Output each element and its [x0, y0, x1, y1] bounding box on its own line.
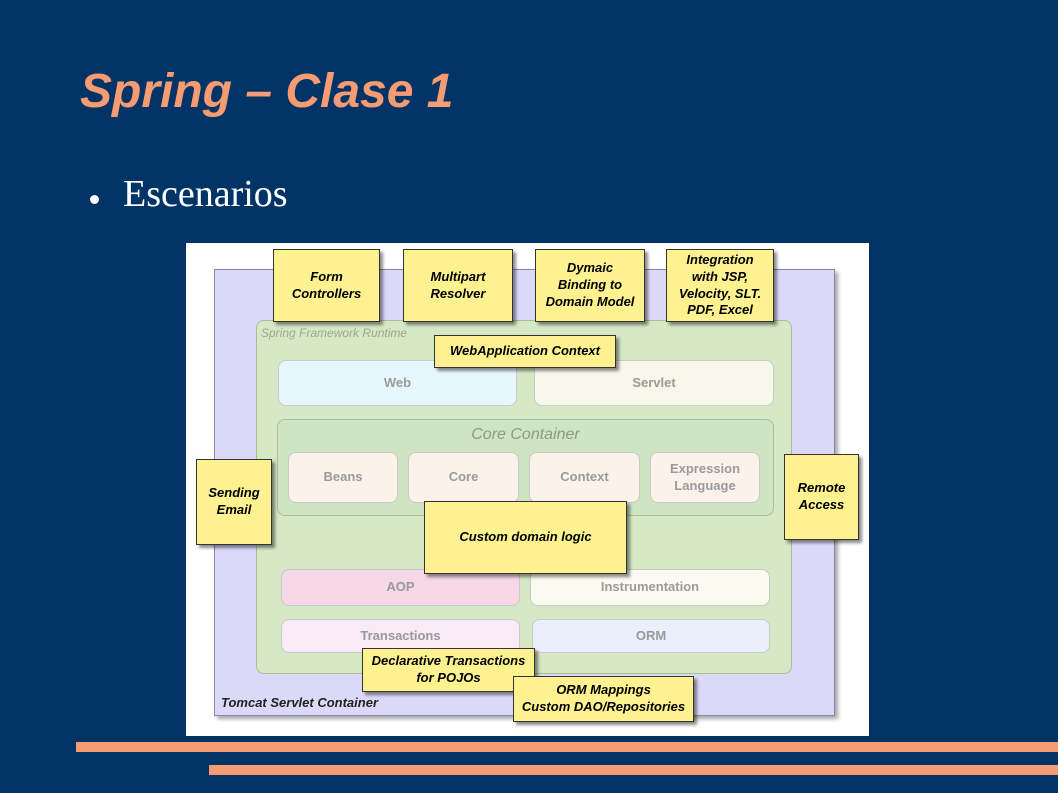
module-context: Context	[529, 452, 640, 503]
note-dynamic-binding: Dymaic Binding to Domain Model	[535, 249, 645, 322]
note-webapplication-context: WebApplication Context	[434, 335, 616, 368]
slide-title: Spring – Clase 1	[80, 65, 454, 118]
note-sending-email: Sending Email	[196, 459, 272, 545]
accent-stripe-top	[76, 742, 1058, 752]
note-orm-mappings: ORM Mappings Custom DAO/Repositories	[513, 676, 694, 722]
tomcat-container-label: Tomcat Servlet Container	[221, 695, 379, 710]
module-core: Core	[408, 452, 519, 503]
module-aop: AOP	[281, 569, 520, 606]
core-container-label: Core Container	[471, 426, 580, 443]
note-declarative-transactions: Declarative Transactions for POJOs	[362, 648, 535, 692]
module-beans: Beans	[288, 452, 398, 503]
note-multipart-resolver: Multipart Resolver	[403, 249, 513, 322]
bullet-text: Escenarios	[123, 173, 288, 215]
module-instrumentation: Instrumentation	[530, 569, 770, 606]
note-integration: Integration with JSP, Velocity, SLT. PDF…	[666, 249, 774, 322]
module-expression-language: Expression Language	[650, 452, 760, 503]
spring-runtime-label: Spring Framework Runtime	[261, 326, 408, 340]
note-remote-access: Remote Access	[784, 454, 859, 540]
accent-stripe-bottom	[209, 765, 1058, 775]
module-orm: ORM	[532, 619, 770, 653]
note-form-controllers: Form Controllers	[273, 249, 380, 322]
module-web: Web	[278, 360, 517, 406]
bullet-dot	[90, 195, 99, 204]
note-custom-domain-logic: Custom domain logic	[424, 501, 627, 574]
architecture-diagram: Tomcat Servlet Container Spring Framewor…	[186, 243, 869, 736]
